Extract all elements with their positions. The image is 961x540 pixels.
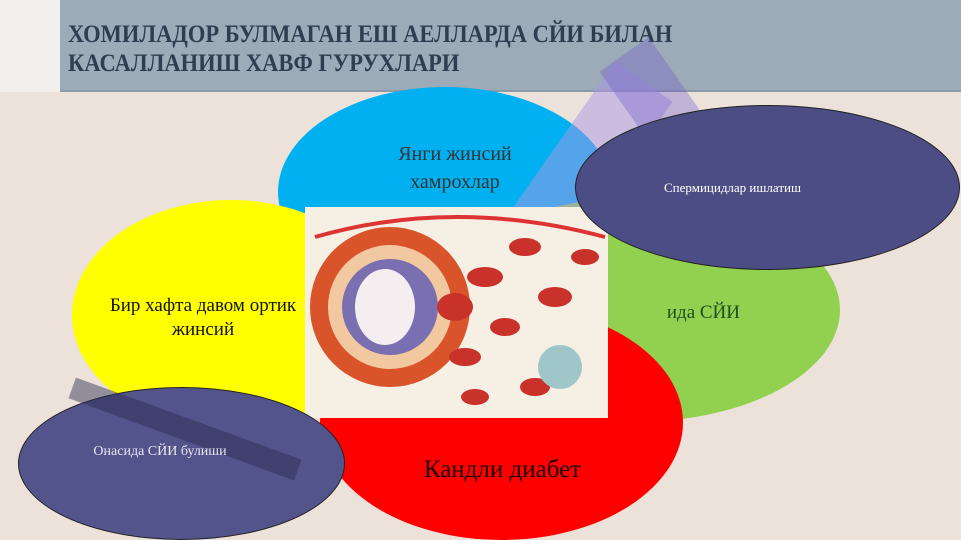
label-new-partners: Янги жинсий хамрохлар: [398, 143, 512, 193]
circle-spermicides: [575, 105, 960, 270]
medical-illustration: [305, 207, 608, 418]
label-green: ида СЙИ: [666, 302, 740, 323]
left-strip: [0, 0, 60, 92]
slide-title: ХОМИЛАДОР БУЛМАГАН ЕШ АЕЛЛАРДА СЙИ БИЛАН…: [68, 21, 673, 77]
label-mother-std: Онасида СЙИ булиши: [93, 444, 227, 459]
title-bar: [60, 0, 961, 92]
fetus-blood-cells-image: [310, 215, 606, 405]
label-diabetes: Кандли диабет: [423, 456, 582, 483]
label-yellow: Бир хафта давом ортик жинсий: [109, 295, 297, 340]
circle-mother-std: [18, 387, 345, 540]
label-spermicides: Спермицидлар ишлатиш: [664, 180, 801, 195]
